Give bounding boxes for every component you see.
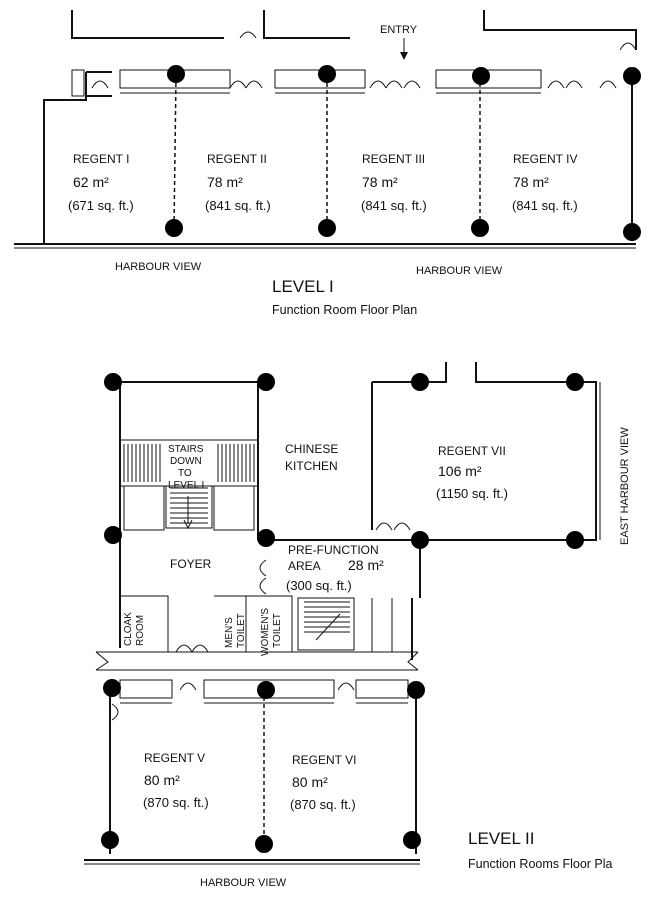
cloak-room-label: CLOAK: [123, 612, 134, 646]
room-name: REGENT V: [144, 751, 205, 765]
column: [407, 681, 425, 699]
column: [403, 831, 421, 849]
column: [411, 531, 429, 549]
room-area: 80 m²: [144, 772, 180, 788]
column: [318, 65, 336, 83]
room-name: REGENT VII: [438, 444, 506, 458]
column: [104, 526, 122, 544]
room-area: 78 m²: [362, 174, 398, 190]
room-name: REGENT VI: [292, 753, 356, 767]
room-name: REGENT II: [207, 152, 267, 166]
column: [566, 531, 584, 549]
harbour-view-label: HARBOUR VIEW: [416, 265, 503, 277]
room-sqft: (841 sq. ft.): [205, 198, 271, 213]
column: [472, 67, 490, 85]
level-1-plan: ENTRY REGENT I 62 m² (671 sq. ft.) REGEN…: [14, 10, 641, 317]
room-regent-4: REGENT IV 78 m² (841 sq. ft.): [512, 152, 578, 213]
column: [165, 219, 183, 237]
room-sqft: (671 sq. ft.): [68, 198, 134, 213]
level-subtitle: Function Rooms Floor Pla: [468, 857, 613, 871]
room-area: 78 m²: [513, 174, 549, 190]
room-regent-7: REGENT VII 106 m² (1150 sq. ft.): [436, 444, 508, 501]
level-subtitle: Function Room Floor Plan: [272, 303, 417, 317]
level-title: LEVEL II: [468, 829, 534, 848]
room-regent-2: REGENT II 78 m² (841 sq. ft.): [205, 152, 271, 213]
wall-panel: [119, 679, 173, 699]
room-area: 62 m²: [73, 174, 109, 190]
column: [167, 65, 185, 83]
level-title: LEVEL I: [272, 277, 334, 296]
stairs-label: TO: [178, 468, 192, 479]
stairs-label: STAIRS: [168, 444, 204, 455]
womens-toilet-label: TOILET: [272, 613, 283, 648]
east-harbour-view-label: EAST HARBOUR VIEW: [619, 427, 631, 545]
prefunction-label: PRE-FUNCTION: [288, 543, 379, 557]
harbour-view-label: HARBOUR VIEW: [200, 877, 287, 889]
column: [255, 835, 273, 853]
level-2-plan: STAIRS DOWN TO LEVEL I CHINESE KITCHEN R…: [84, 362, 631, 889]
stairs-label: DOWN: [170, 456, 202, 467]
column: [318, 219, 336, 237]
column: [101, 831, 119, 849]
column: [103, 679, 121, 697]
column: [471, 219, 489, 237]
column: [623, 67, 641, 85]
room-regent-3: REGENT III 78 m² (841 sq. ft.): [361, 152, 427, 213]
column: [257, 373, 275, 391]
room-name: REGENT IV: [513, 152, 577, 166]
room-sqft: (870 sq. ft.): [290, 797, 356, 812]
wall-panel: [355, 679, 409, 699]
cloak-room-label: ROOM: [135, 615, 146, 646]
entry-arrow-icon: [400, 52, 408, 60]
room-area: 106 m²: [438, 463, 482, 479]
room-name: REGENT III: [362, 152, 425, 166]
room-name: REGENT I: [73, 152, 129, 166]
column: [257, 529, 275, 547]
room-area: 78 m²: [207, 174, 243, 190]
stairs-down: [119, 439, 259, 531]
prefunction-area: 28 m²: [348, 557, 384, 573]
column: [104, 373, 122, 391]
prefunction-sqft: (300 sq. ft.): [286, 578, 352, 593]
kitchen-label: KITCHEN: [285, 459, 338, 473]
column: [257, 681, 275, 699]
room-sqft: (841 sq. ft.): [361, 198, 427, 213]
column: [623, 223, 641, 241]
mens-toilet-label: TOILET: [236, 613, 247, 648]
prefunction-label: AREA: [288, 559, 321, 573]
stairs-label: LEVEL I: [168, 480, 204, 491]
room-regent-1: REGENT I 62 m² (671 sq. ft.): [68, 152, 134, 213]
column: [566, 373, 584, 391]
column: [411, 373, 429, 391]
kitchen-label: CHINESE: [285, 442, 338, 456]
room-regent-5: REGENT V 80 m² (870 sq. ft.): [143, 751, 209, 810]
room-sqft: (841 sq. ft.): [512, 198, 578, 213]
service-stairs: [297, 597, 355, 651]
entry-label: ENTRY: [380, 24, 418, 36]
room-sqft: (1150 sq. ft.): [436, 486, 508, 501]
womens-toilet-label: WOMEN'S: [260, 608, 271, 656]
harbour-view-label: HARBOUR VIEW: [115, 261, 202, 273]
foyer-label: FOYER: [170, 557, 212, 571]
mens-toilet-label: MEN'S: [224, 617, 235, 648]
room-regent-6: REGENT VI 80 m² (870 sq. ft.): [290, 753, 356, 812]
room-sqft: (870 sq. ft.): [143, 795, 209, 810]
room-area: 80 m²: [292, 774, 328, 790]
